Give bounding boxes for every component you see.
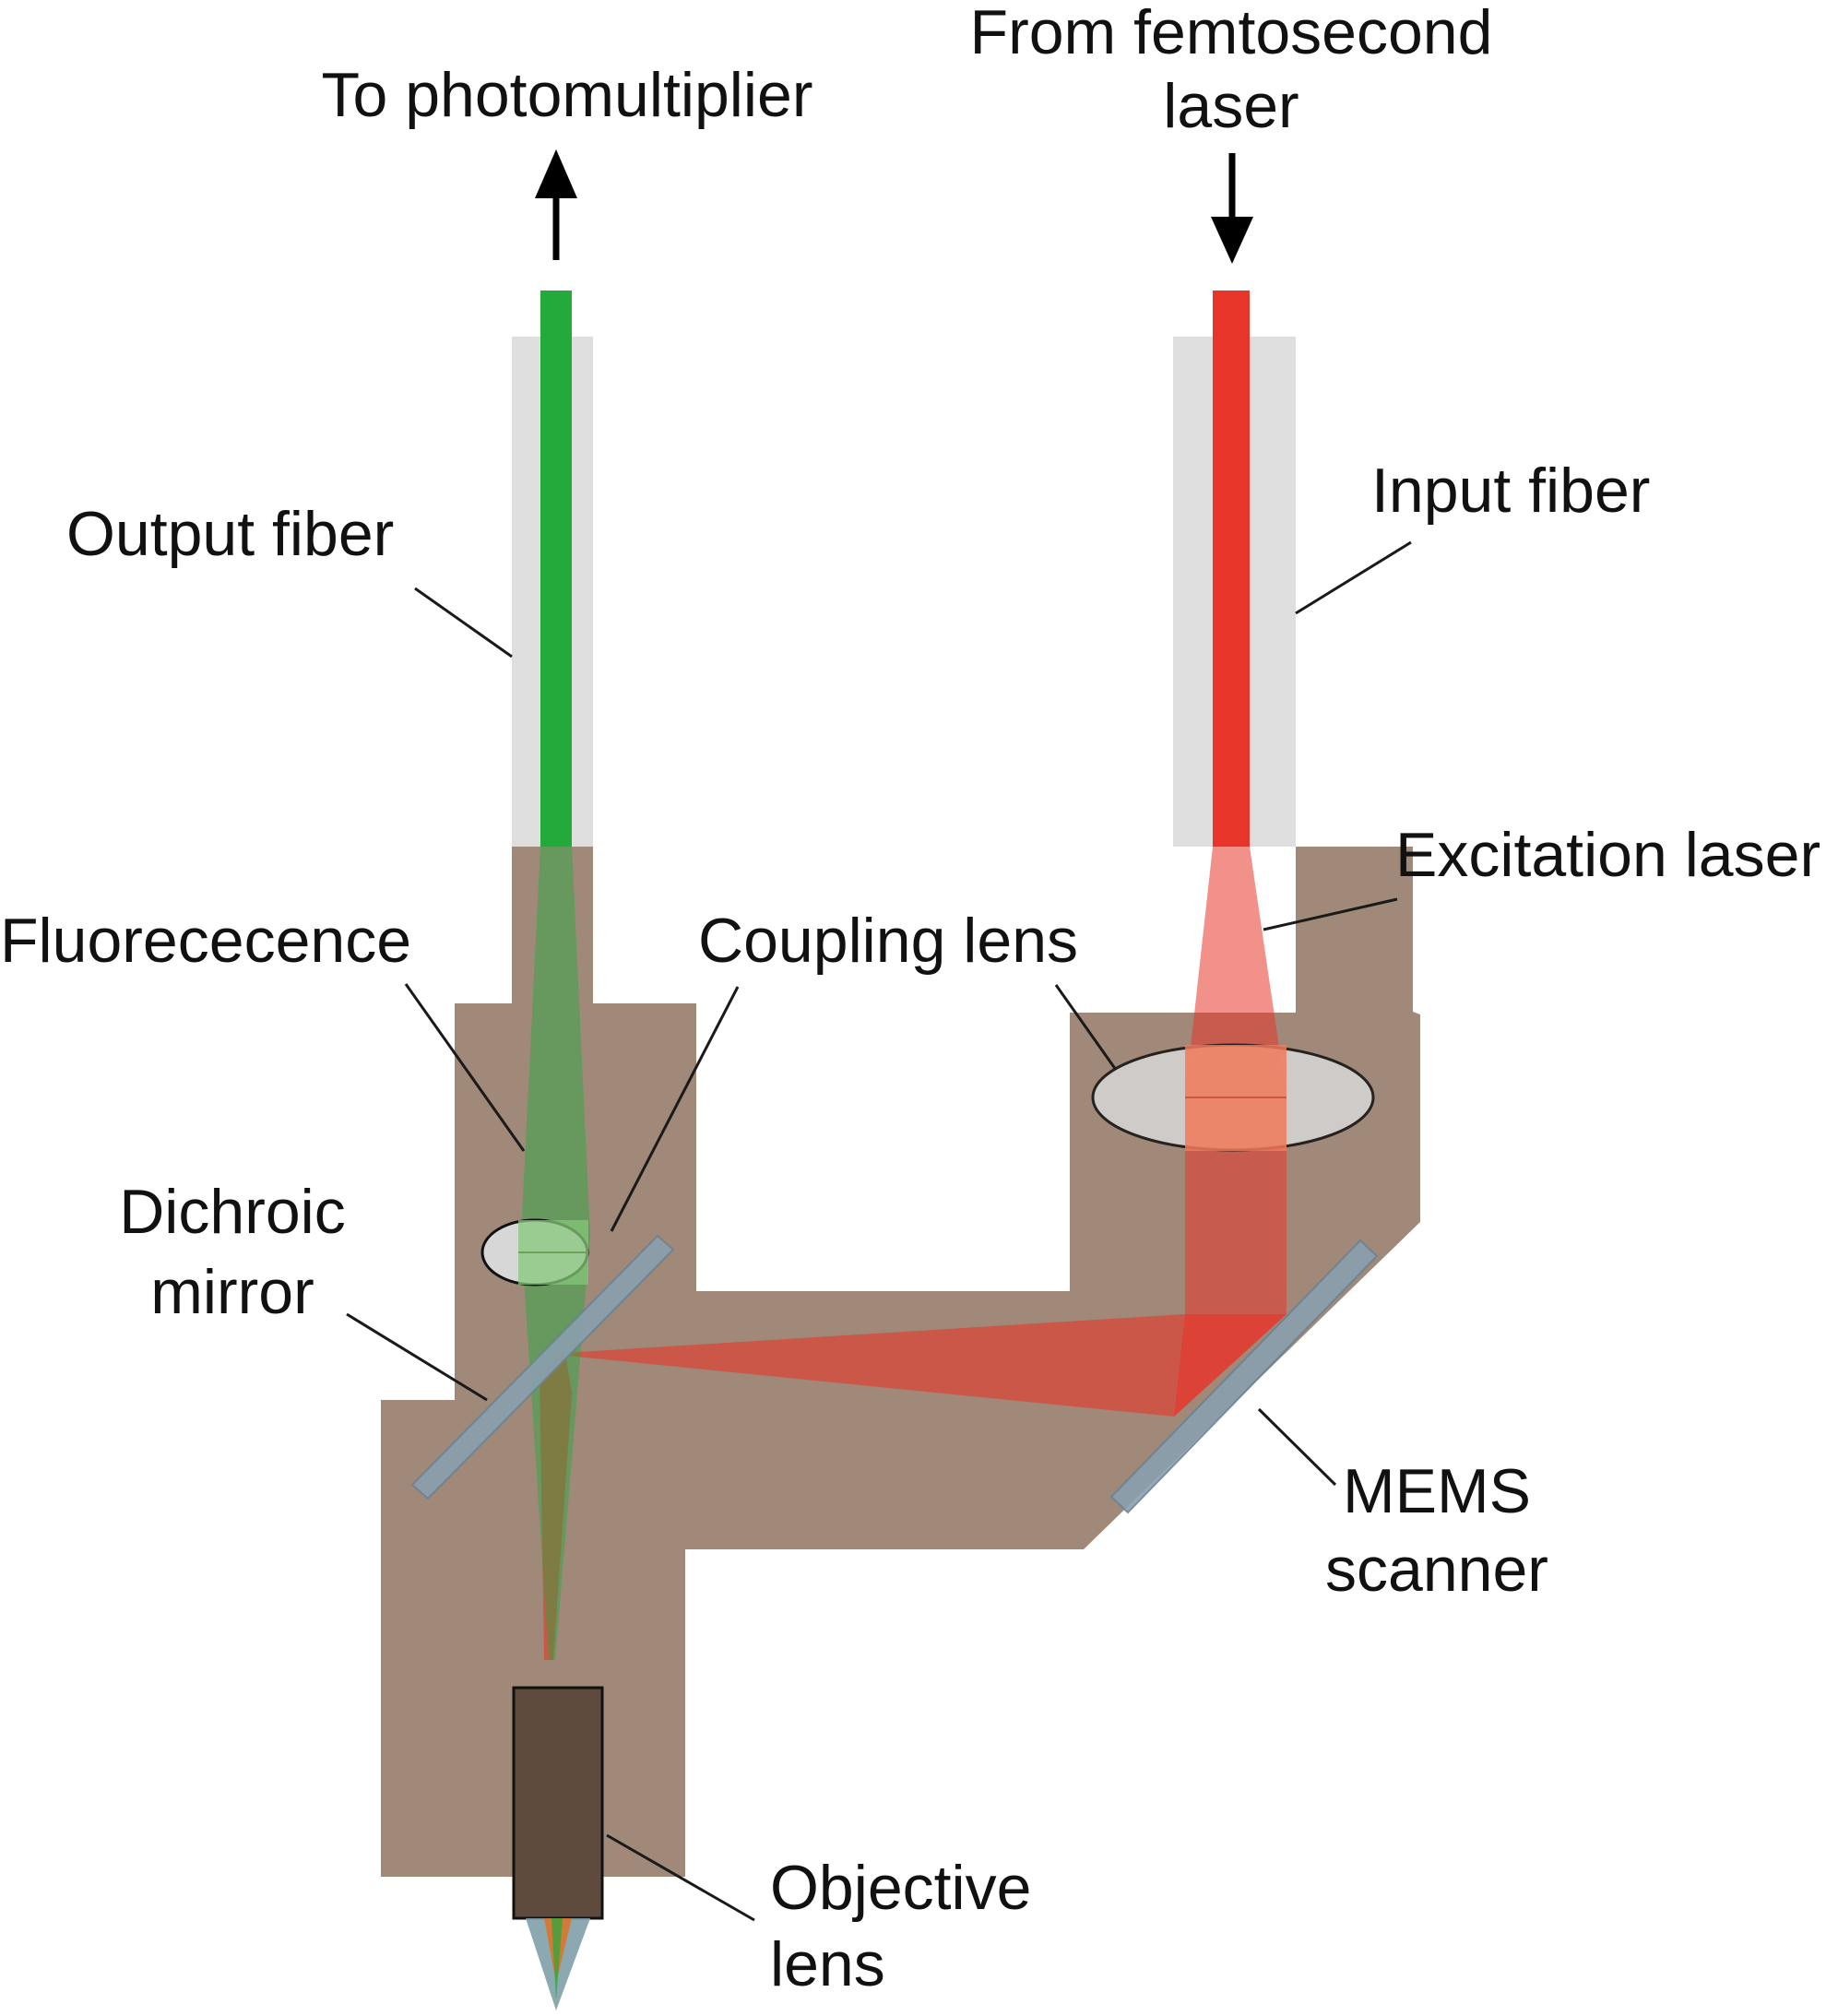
dichroic-mirror [410,1234,675,1500]
label-mems-line1: MEMS [1343,1456,1531,1526]
focal-cone [526,1918,590,2010]
label-objective-line1: Objective [770,1853,1031,1923]
arrow-up-icon [535,149,577,260]
label-fluorescence: Fluorececence [0,906,411,976]
arrow-down-icon [1211,153,1253,264]
label-to-photomultiplier: To photomultiplier [322,60,813,130]
mems-scanner-mirror [1109,1239,1379,1514]
excitation-beam [540,847,1287,1660]
label-excitation-laser: Excitation laser [1395,820,1820,890]
input-fiber-leader [1295,540,1412,615]
label-mems-line2: scanner [1325,1535,1548,1605]
output-fiber-core [540,291,572,847]
excitation-laser-leader [1263,897,1398,931]
fluorescence-leader [404,983,526,1152]
label-from-laser-line1: From femtosecond [970,0,1493,67]
dichroic-mirror-leader [346,1312,488,1402]
coupling-lens-leader-right [1054,984,1118,1071]
label-dichroic-line1: Dichroic [119,1177,346,1247]
label-from-laser-line2: laser [1163,71,1298,141]
label-coupling-lens: Coupling lens [698,906,1078,976]
objective-lens-leader [606,1833,755,1922]
label-output-fiber: Output fiber [66,499,394,569]
input-fiber-core [1213,291,1250,847]
coupling-lens-leader-left [610,986,740,1232]
objective-lens-body [512,1686,604,1920]
output-fiber-leader [414,587,513,658]
label-input-fiber: Input fiber [1371,456,1650,526]
label-dichroic-line2: mirror [150,1257,314,1327]
mems-scanner-leader [1257,1407,1337,1487]
label-objective-line2: lens [770,1929,885,1999]
